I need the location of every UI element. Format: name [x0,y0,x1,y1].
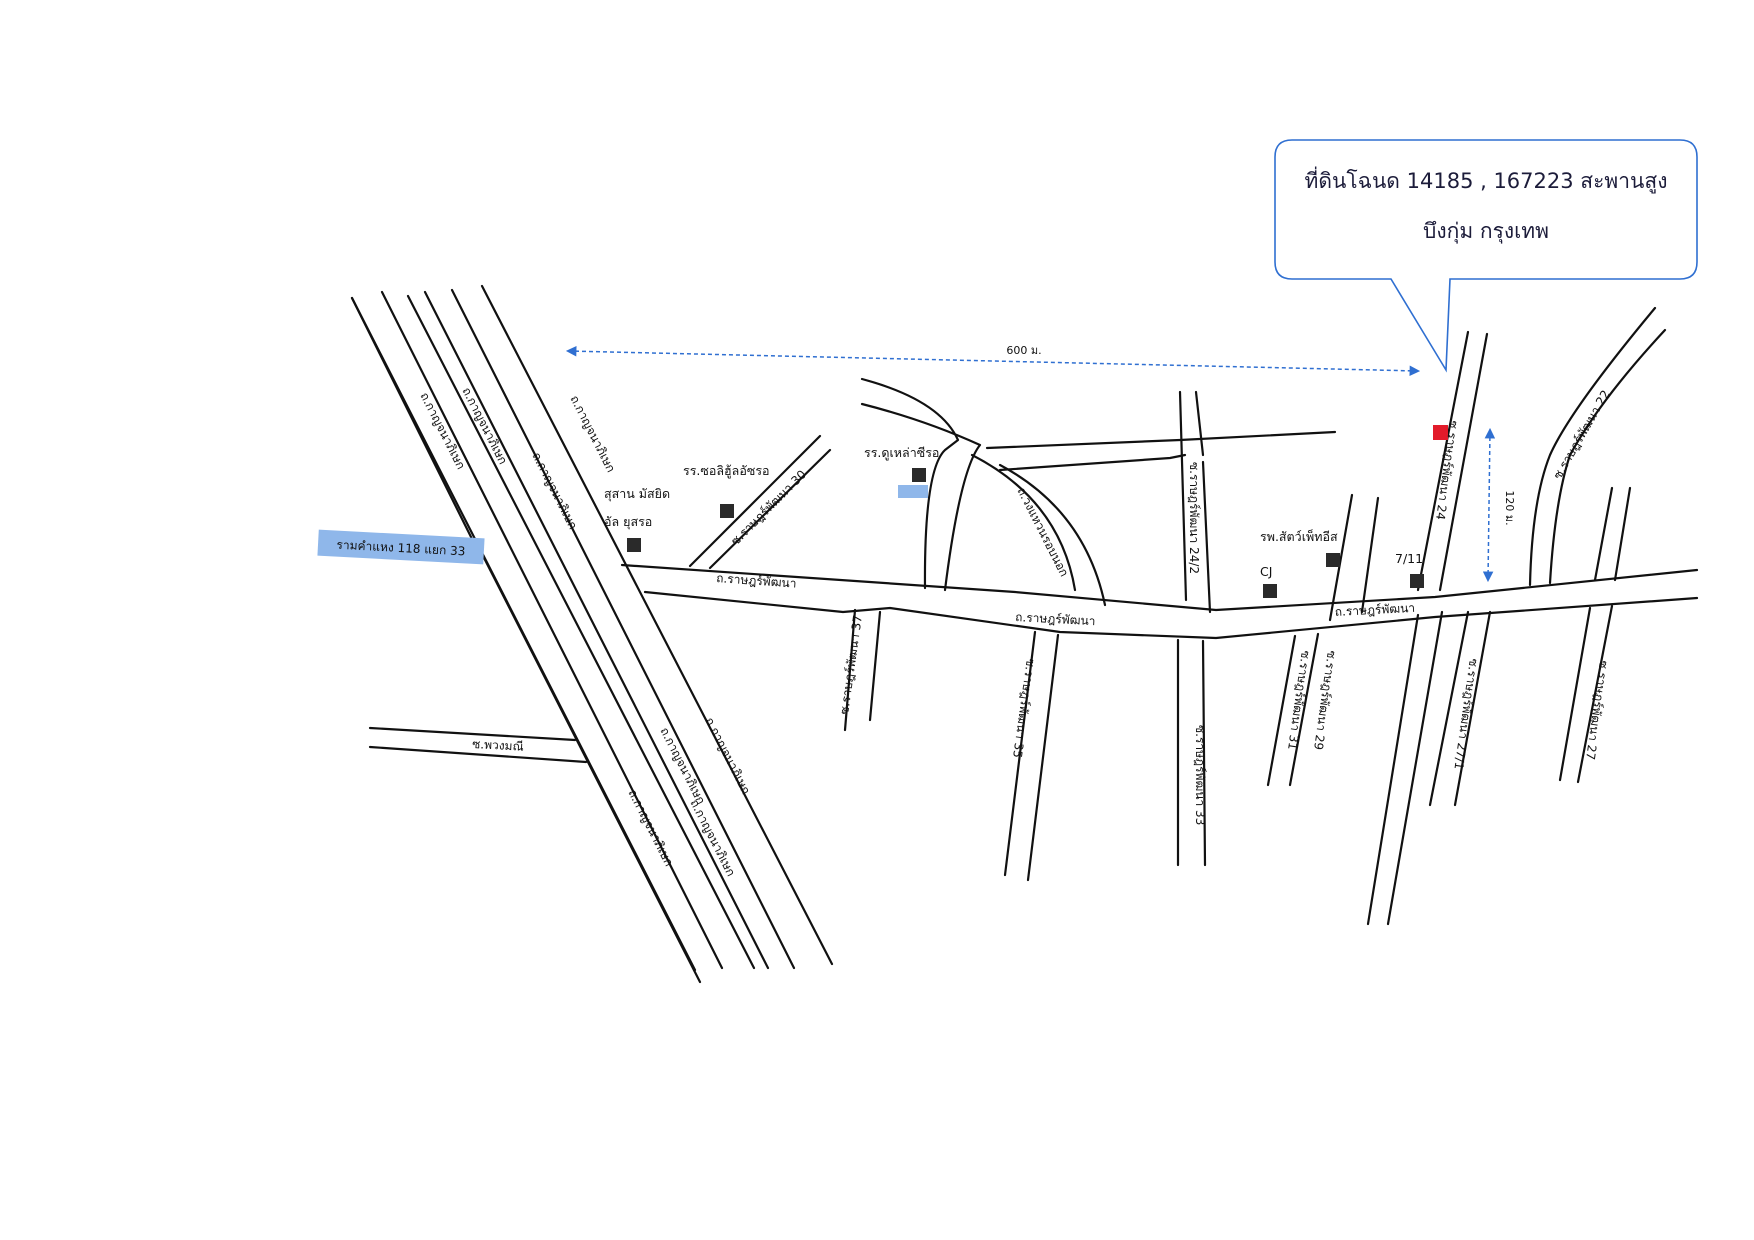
callout-title-line2: บึงกุ่ม กรุงเทพ [1423,219,1549,244]
road-label-soi-24-2: ซ.ราษฎร์พัฒนา 24/2 [1187,462,1201,574]
distance-600m-label: 600 ม. [1006,344,1041,357]
cj-label: CJ [1260,564,1272,579]
cj-marker [1263,584,1277,598]
road-label-soi-35: ซ.ราษฎร์พัฒนา 35 [1010,658,1038,759]
road-label-kanchana-2: ถ.กาญจนาภิเษก [459,385,510,467]
road-label-soi-29: ซ.ราษฎร์พัฒนา 29 [1311,650,1339,751]
poi-labels: สุสาน มัสยิด อัล ยุสรอ รร.ซอลิฮู้ลอัซรอ … [604,445,1423,579]
distance-120m-arrow: 120 ม. [1482,427,1516,583]
road-label-kanchana-6: ถ.กาญจนาภิเษก [702,715,753,797]
cemetery-label-line1: สุสาน มัสยิด [604,486,670,502]
road-label-soi-33: ซ.ราษฎร์พัฒนา 33 [1193,725,1207,825]
road-label-kanchana-7: ถ.กาญจนาภิเษก [625,787,676,869]
road-label-kanchana-4: ถ.กาญจนาภิเษก [567,393,618,475]
road-label-ratpattana-3: ถ.ราษฎร์พัฒนา [1334,601,1415,619]
road-label-soi-37: ซ.ราษฎร์พัฒนา 37 [837,614,865,715]
school-highlight-marker [898,485,928,498]
cemetery-marker [627,538,641,552]
distance-600m-arrow: 600 ม. [565,344,1421,377]
distance-120m-label: 120 ม. [1503,490,1516,525]
road-label-wongwaen: ถ.วงแหวนรอบนอก [1014,485,1071,579]
road-label-kanchana-1: ถ.กาญจนาภิเษก [417,390,468,472]
ramkhamhaeng-highlight: รามคำแหง 118 แยก 33 [317,529,485,565]
school-2-marker [912,468,926,482]
side-streets [368,306,1667,984]
poi-markers [627,468,1424,598]
ratpattana-main-road [620,563,1699,640]
callout-box: ที่ดินโฉนด 14185 , 167223 สะพานสูง บึงกุ… [1274,139,1698,373]
seven-eleven-label: 7/11 [1395,551,1423,566]
callout-title-line1: ที่ดินโฉนด 14185 , 167223 สะพานสูง [1305,166,1668,194]
seven-eleven-marker [1410,574,1424,588]
road-label-puangmani: ซ.พวงมณี [472,737,524,754]
vet-label: รพ.สัตว์เพ็ทอีส [1260,529,1338,544]
road-label-soi-30: ซ.ราษฎร์พัฒนา 30 [728,467,809,548]
kanchanaphisek-road-lines [350,284,834,972]
road-label-soi-27: ซ.ราษฎร์พัฒนา 27 [1583,660,1611,761]
road-label-ratpattana-2: ถ.ราษฎร์พัฒนา [1015,610,1096,628]
road-label-ratpattana-1: ถ.ราษฎร์พัฒนา [716,571,797,591]
cemetery-label-line2: อัล ยุสรอ [604,514,652,530]
school-1-marker [720,504,734,518]
vet-marker [1326,553,1340,567]
target-parcel-marker [1433,425,1448,440]
school-1-label: รร.ซอลิฮู้ลอัซรอ [683,463,770,479]
ramkhamhaeng-label: รามคำแหง 118 แยก 33 [336,538,466,559]
school-2-label: รร.ดูเหล่าซีรอ [864,445,939,461]
